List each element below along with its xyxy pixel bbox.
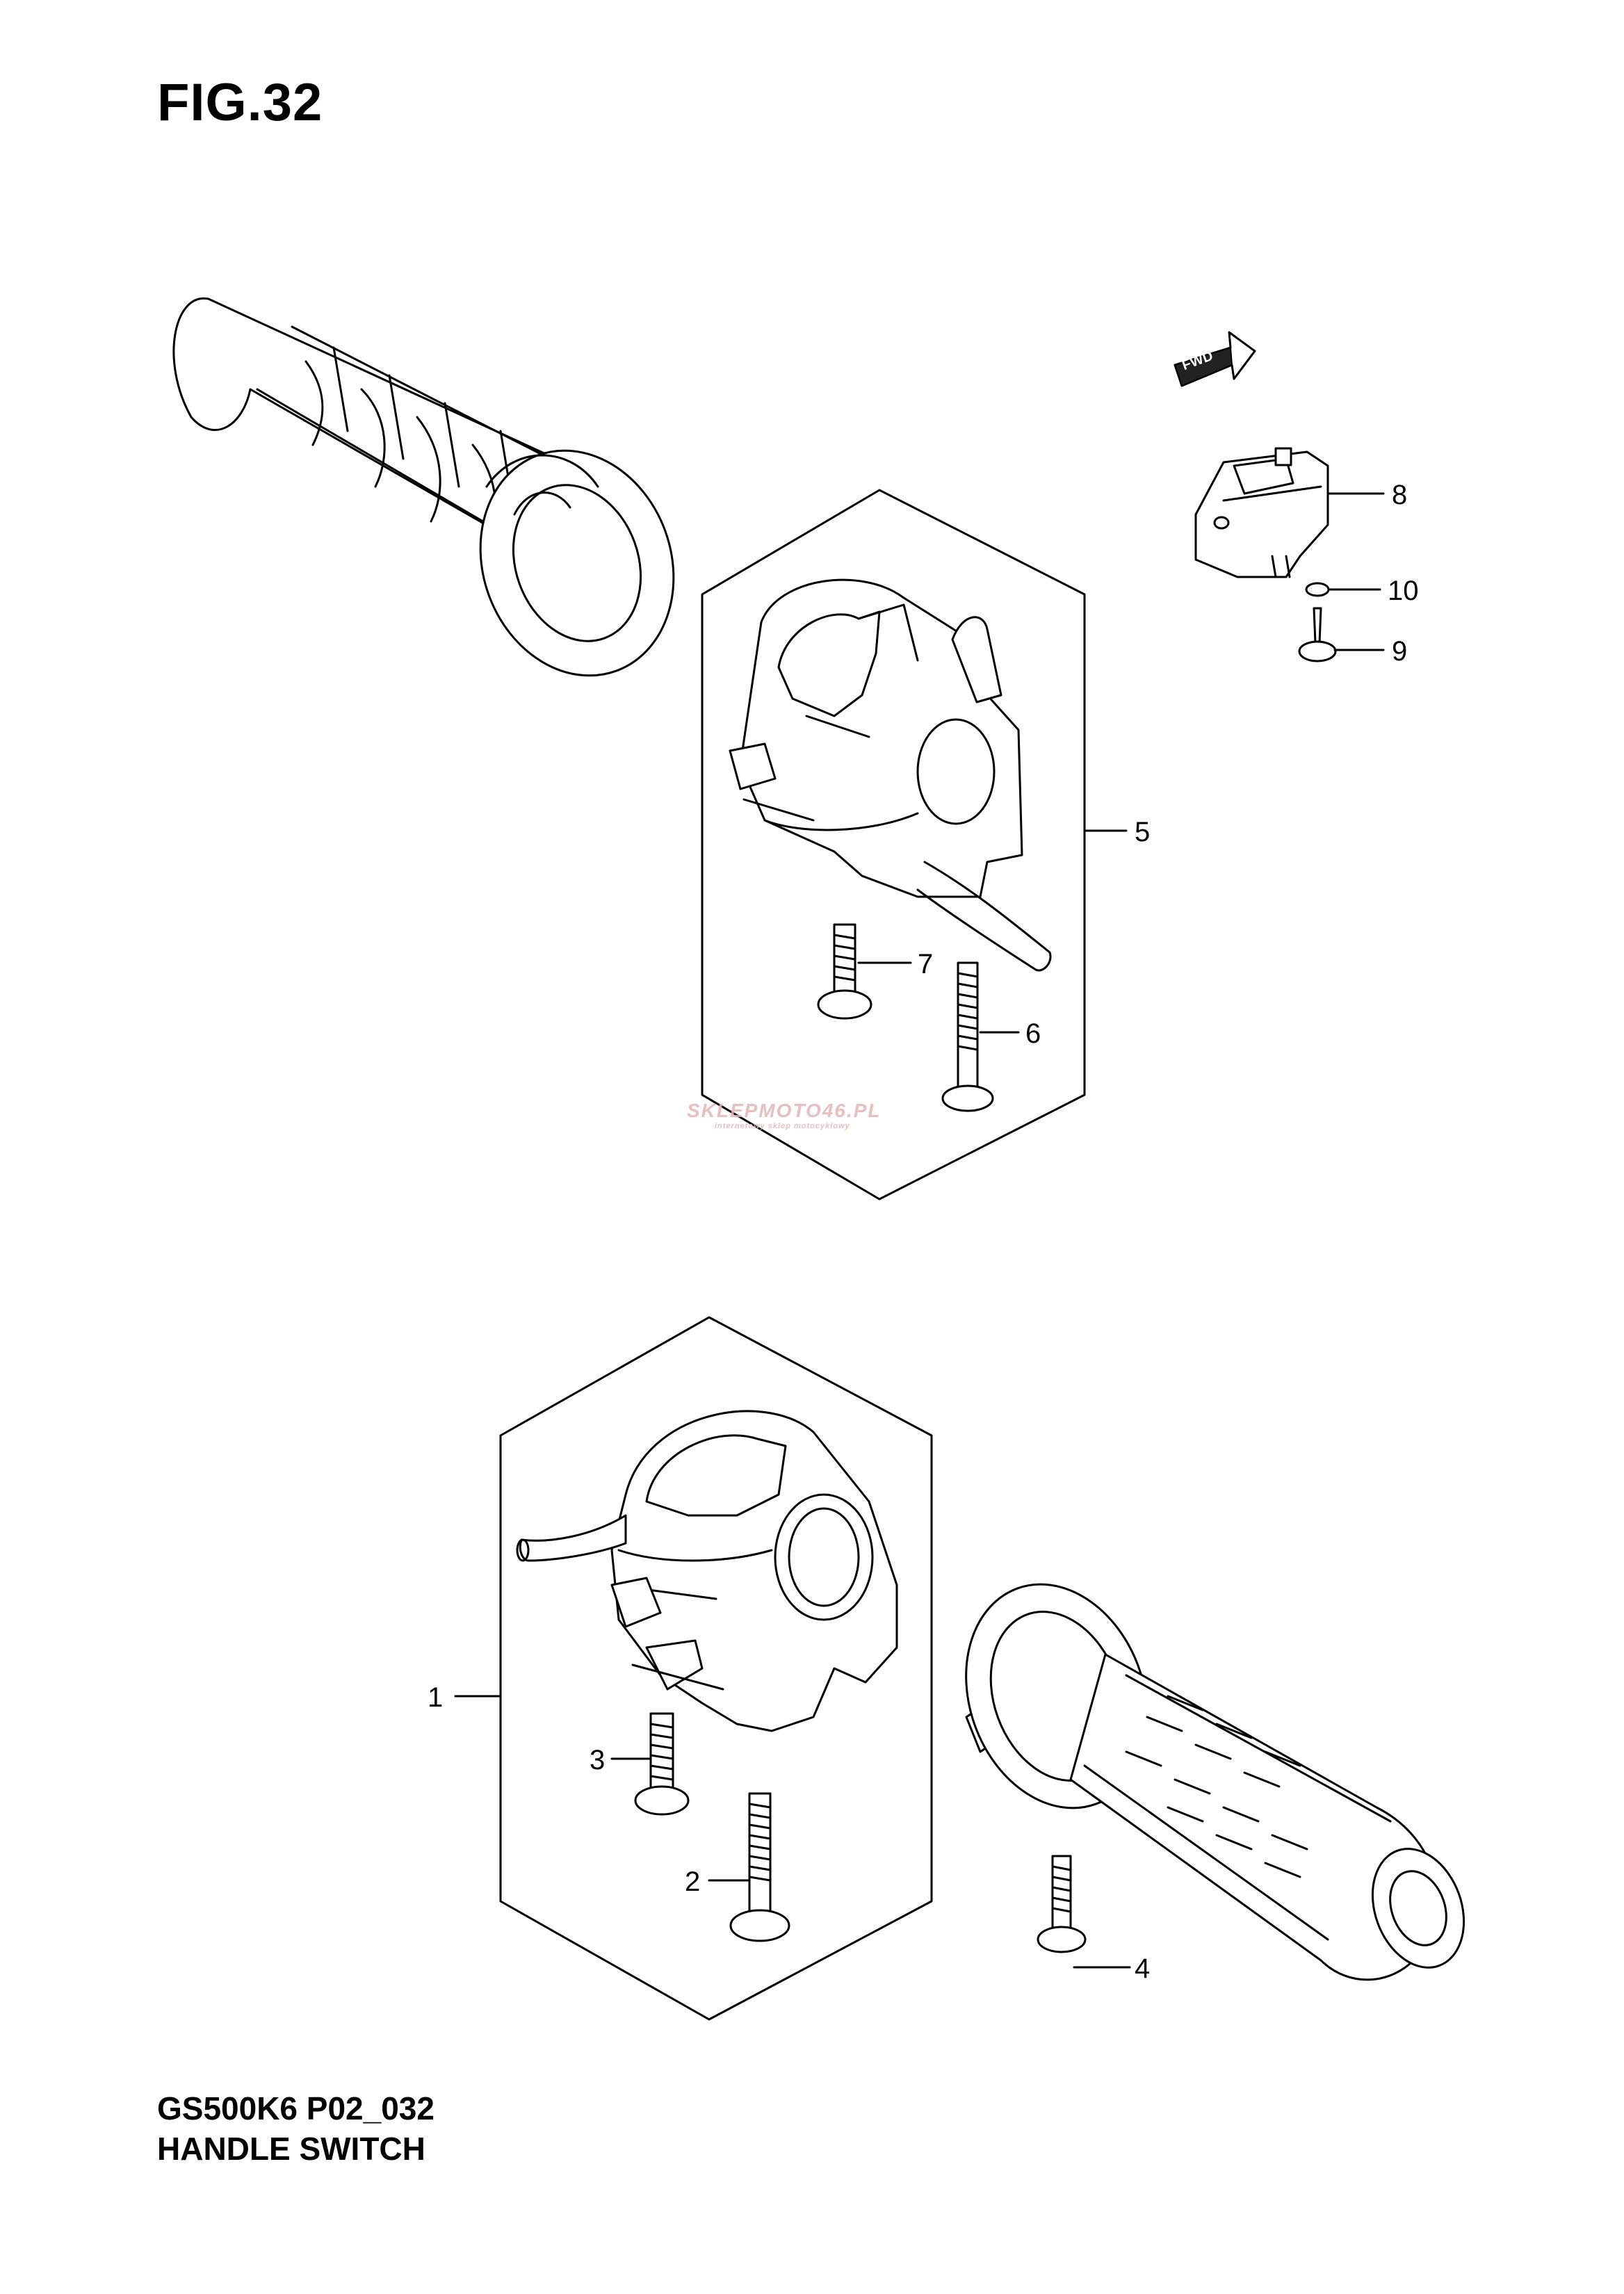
assembly-frame-lower [499,1316,933,2021]
callout-10: 10 [1388,576,1419,606]
screw-3-icon [634,1712,690,1816]
callout-6: 6 [1025,1018,1041,1049]
handlebar-grip-lower-icon [965,1583,1465,1981]
model-code: GS500K6 P02_032 [157,2090,435,2126]
assembly-frame-upper [701,489,1086,1201]
callout-7: 7 [918,949,934,979]
left-handle-switch-icon [516,1410,898,1732]
watermark-tagline: internetowy sklep motocyklowy [715,1122,850,1130]
screw-4-icon [1037,1855,1087,1953]
watermark-brand: SKLEPMOTO46.PL [687,1100,882,1121]
handlebar-grip-upper-icon [172,297,675,677]
callout-4: 4 [1135,1953,1151,1984]
section-name: HANDLE SWITCH [157,2131,425,2167]
watermark: SKLEPMOTO46.PL internetowy sklep motocyk… [687,1100,882,1130]
screw-6-icon [941,961,994,1112]
callout-2: 2 [685,1866,701,1897]
callout-5: 5 [1135,817,1151,847]
callout-8: 8 [1392,480,1408,510]
relay-switch-8-icon [1194,447,1329,578]
screw-7-icon [817,923,872,1020]
right-handle-switch-icon [729,578,1052,972]
screw-9-icon [1298,607,1337,662]
callout-1: 1 [428,1682,444,1713]
callout-3: 3 [590,1745,606,1775]
figure-title: FIG.32 [157,73,323,132]
washer-10-icon [1305,582,1330,597]
callout-9: 9 [1392,636,1408,667]
screw-2-icon [729,1792,790,1942]
fwd-arrow-icon [1174,331,1256,387]
